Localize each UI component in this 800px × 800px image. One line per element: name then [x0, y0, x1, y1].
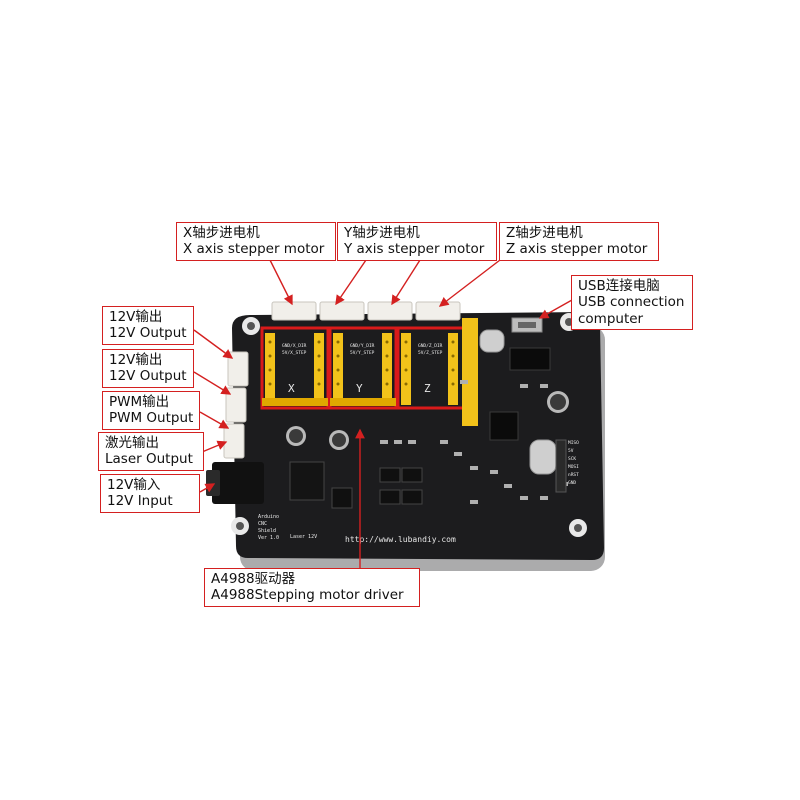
driver-z-silk-1: GND/Z_DIR: [418, 343, 443, 349]
svg-text:GND: GND: [568, 480, 576, 486]
capacitor-2: [329, 430, 349, 450]
callout-usb-en: USB connection: [578, 294, 685, 311]
callout-a4988-driver: A4988驱动器 A4988Stepping motor driver: [204, 568, 420, 607]
callout-usb-cn: USB连接电脑: [578, 278, 660, 294]
arduino-header-strip: [462, 318, 478, 426]
driver-x-silk-1: GND/X_DIR: [282, 343, 307, 349]
svg-text:5V: 5V: [568, 448, 574, 454]
callout-pwm-cn: PWM输出: [109, 394, 170, 410]
callout-pwm-output: PWM输出 PWM Output: [102, 391, 200, 430]
svg-text:MOSI: MOSI: [568, 464, 579, 470]
callout-x-cn: X轴步进电机: [183, 225, 260, 241]
axis-label-x: X: [288, 382, 295, 395]
callout-driver-cn: A4988驱动器: [211, 571, 296, 587]
mounting-hole-bottom-right: [569, 519, 587, 537]
axis-label-z: Z: [424, 382, 431, 395]
microcontroller-chip: [489, 411, 519, 441]
callout-usb-en2: computer: [578, 310, 644, 327]
dc-barrel-jack: [206, 462, 264, 504]
callout-usb-connection: USB连接电脑 USB connection computer: [571, 275, 693, 331]
laser-silk-label: Laser 12V: [290, 534, 317, 540]
axis-label-y: Y: [356, 382, 363, 395]
board-url: http://www.lubandiy.com: [345, 535, 456, 544]
driver-x-silk-2: 5V/X_STEP: [282, 350, 307, 356]
mosfet-3: [379, 489, 401, 505]
callout-laser-cn: 激光输出: [105, 435, 159, 451]
mosfet-1: [331, 487, 353, 509]
capacitor-3: [547, 391, 569, 413]
board-name-2: CNC: [258, 521, 267, 527]
callout-12v-output-1: 12V输出 12V Output: [102, 306, 194, 345]
svg-text:SCK: SCK: [568, 456, 576, 462]
callout-z-en: Z axis stepper motor: [506, 241, 648, 258]
callout-laser-output: 激光输出 Laser Output: [98, 432, 204, 471]
callout-out1-cn: 12V输出: [109, 309, 163, 325]
callout-y-cn: Y轴步进电机: [344, 225, 420, 241]
pcb-board: [232, 312, 604, 560]
svg-text:nRST: nRST: [568, 472, 579, 478]
callout-z-axis-motor: Z轴步进电机 Z axis stepper motor: [499, 222, 659, 261]
callout-out1-en: 12V Output: [109, 325, 187, 342]
regulator: [289, 461, 325, 501]
callout-12v-input: 12V输入 12V Input: [100, 474, 200, 513]
driver-outlines: [260, 326, 466, 410]
header-pin-dots: [268, 340, 455, 386]
capacitor-1: [286, 426, 306, 446]
mounting-hole-bottom-left: [231, 517, 249, 535]
crystal-top: [479, 329, 505, 353]
crystal-bottom: [529, 439, 557, 475]
callout-y-en: Y axis stepper motor: [344, 241, 485, 258]
icsp-labels: MISO 5V SCK MOSI nRST GND: [568, 440, 579, 486]
callout-z-cn: Z轴步进电机: [506, 225, 583, 241]
left-edge-connectors: [223, 351, 249, 459]
callout-input-en: 12V Input: [107, 493, 173, 510]
callout-12v-output-2: 12V输出 12V Output: [102, 349, 194, 388]
mosfet-5: [401, 489, 423, 505]
driver-y-silk-2: 5V/Y_STEP: [350, 350, 375, 356]
icsp-header: [555, 439, 567, 493]
callout-driver-en: A4988Stepping motor driver: [211, 587, 404, 604]
callout-y-axis-motor: Y轴步进电机 Y axis stepper motor: [337, 222, 497, 261]
driver-z-silk-2: 5V/Z_STEP: [418, 350, 443, 356]
usb-port: [511, 317, 543, 333]
mosfet-4: [401, 467, 423, 483]
usb-chip: [509, 347, 551, 371]
callout-input-cn: 12V输入: [107, 477, 161, 493]
callout-pwm-en: PWM Output: [109, 410, 194, 427]
callout-x-axis-motor: X轴步进电机 X axis stepper motor: [176, 222, 336, 261]
callout-laser-en: Laser Output: [105, 451, 193, 468]
callout-out2-en: 12V Output: [109, 368, 187, 385]
mosfet-2: [379, 467, 401, 483]
driver-y-silk-1: GND/Y_DIR: [350, 343, 375, 349]
board-name-4: Ver 1.0: [258, 535, 279, 541]
callout-out2-cn: 12V输出: [109, 352, 163, 368]
svg-text:MISO: MISO: [568, 440, 579, 446]
mounting-hole-top-left: [242, 317, 260, 335]
board-name-3: Shield: [258, 528, 276, 534]
board-name-1: Arduino: [258, 514, 279, 520]
callout-x-en: X axis stepper motor: [183, 241, 325, 258]
